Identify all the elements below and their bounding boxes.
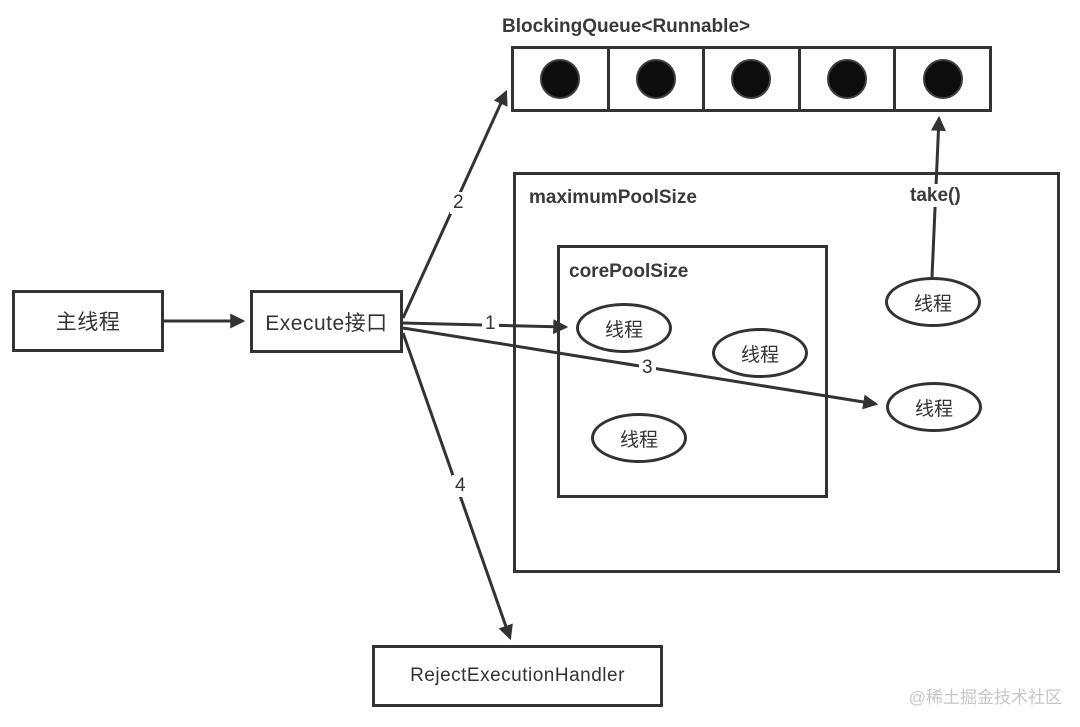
blocking-queue-box [511, 46, 992, 112]
task-dot [922, 59, 963, 99]
queue-slot [705, 49, 801, 109]
watermark-text: @稀土掘金技术社区 [908, 688, 1062, 707]
queue-slot [801, 49, 897, 109]
main-thread-label: 主线程 [55, 311, 121, 334]
thread-label: 线程 [913, 293, 952, 315]
thread-ellipse-take: 线程 [885, 277, 981, 327]
thread-ellipse-core-1: 线程 [576, 303, 672, 353]
execute-interface-box: Execute接口 [250, 290, 403, 353]
thread-label: 线程 [604, 319, 643, 341]
reject-handler-box: RejectExecutionHandler [372, 645, 663, 707]
arrow-label-1: 1 [482, 313, 499, 335]
arrow-label-4: 4 [452, 475, 469, 497]
thread-label: 线程 [740, 344, 779, 366]
execute-interface-label: Execute接口 [265, 311, 388, 335]
queue-slot [514, 49, 610, 109]
arrow-label-2: 2 [450, 192, 467, 214]
task-dot [635, 59, 676, 99]
task-dot [731, 59, 772, 99]
task-dot [540, 59, 581, 99]
task-dot [827, 59, 868, 99]
reject-handler-label: RejectExecutionHandler [410, 665, 625, 686]
queue-slot [896, 49, 989, 109]
thread-label: 线程 [619, 429, 658, 451]
thread-ellipse-extra: 线程 [886, 382, 982, 432]
core-pool-label: corePoolSize [569, 261, 689, 282]
thread-ellipse-core-3: 线程 [591, 413, 687, 463]
blocking-queue-title: BlockingQueue<Runnable> [502, 16, 751, 37]
arrow-label-3: 3 [639, 357, 656, 379]
queue-slot [610, 49, 706, 109]
thread-label: 线程 [914, 398, 953, 420]
main-thread-box: 主线程 [12, 290, 164, 352]
maximum-pool-label: maximumPoolSize [529, 187, 697, 208]
thread-ellipse-core-2: 线程 [712, 328, 808, 378]
take-method-label: take() [906, 184, 965, 207]
